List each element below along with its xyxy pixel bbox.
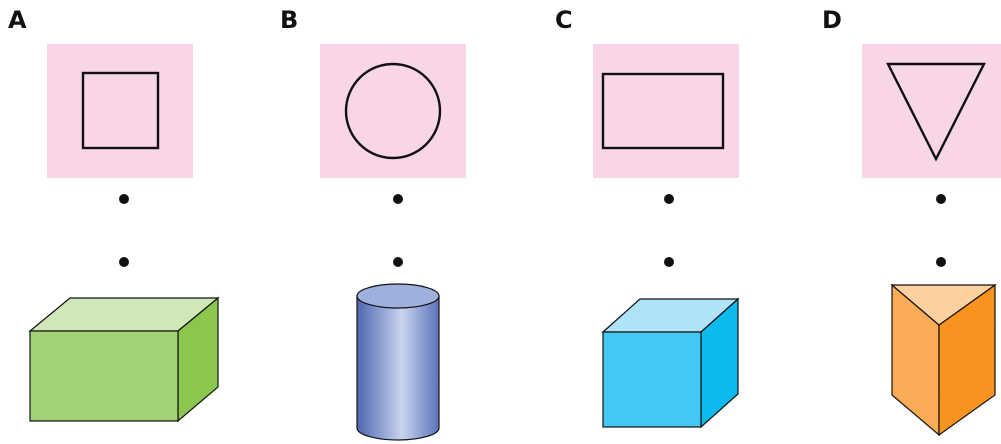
- panel-b-label: B: [280, 6, 299, 34]
- solid-c-dot[interactable]: [664, 257, 674, 267]
- triangle-shape: [886, 62, 986, 162]
- solid-b-dot[interactable]: [393, 257, 403, 267]
- card-b-dot[interactable]: [393, 194, 403, 204]
- panel-d-label: D: [822, 6, 842, 34]
- card-c-dot[interactable]: [664, 194, 674, 204]
- solid-a-dot[interactable]: [119, 257, 129, 267]
- rectangle-card[interactable]: [593, 44, 739, 178]
- circle-shape: [344, 62, 442, 160]
- rectangle-shape: [601, 72, 725, 150]
- triangular-prism[interactable]: [889, 280, 999, 440]
- cube[interactable]: [600, 295, 740, 435]
- rectangular-prism[interactable]: [25, 295, 220, 435]
- square-shape: [81, 71, 160, 150]
- card-d-dot[interactable]: [936, 194, 946, 204]
- cylinder[interactable]: [353, 282, 443, 442]
- solid-d-dot[interactable]: [936, 257, 946, 267]
- card-a-dot[interactable]: [119, 194, 129, 204]
- panel-c-label: C: [555, 6, 573, 34]
- triangle-card[interactable]: [862, 44, 1001, 178]
- panel-a-label: A: [8, 6, 27, 34]
- circle-card[interactable]: [320, 44, 466, 178]
- square-card[interactable]: [47, 44, 193, 178]
